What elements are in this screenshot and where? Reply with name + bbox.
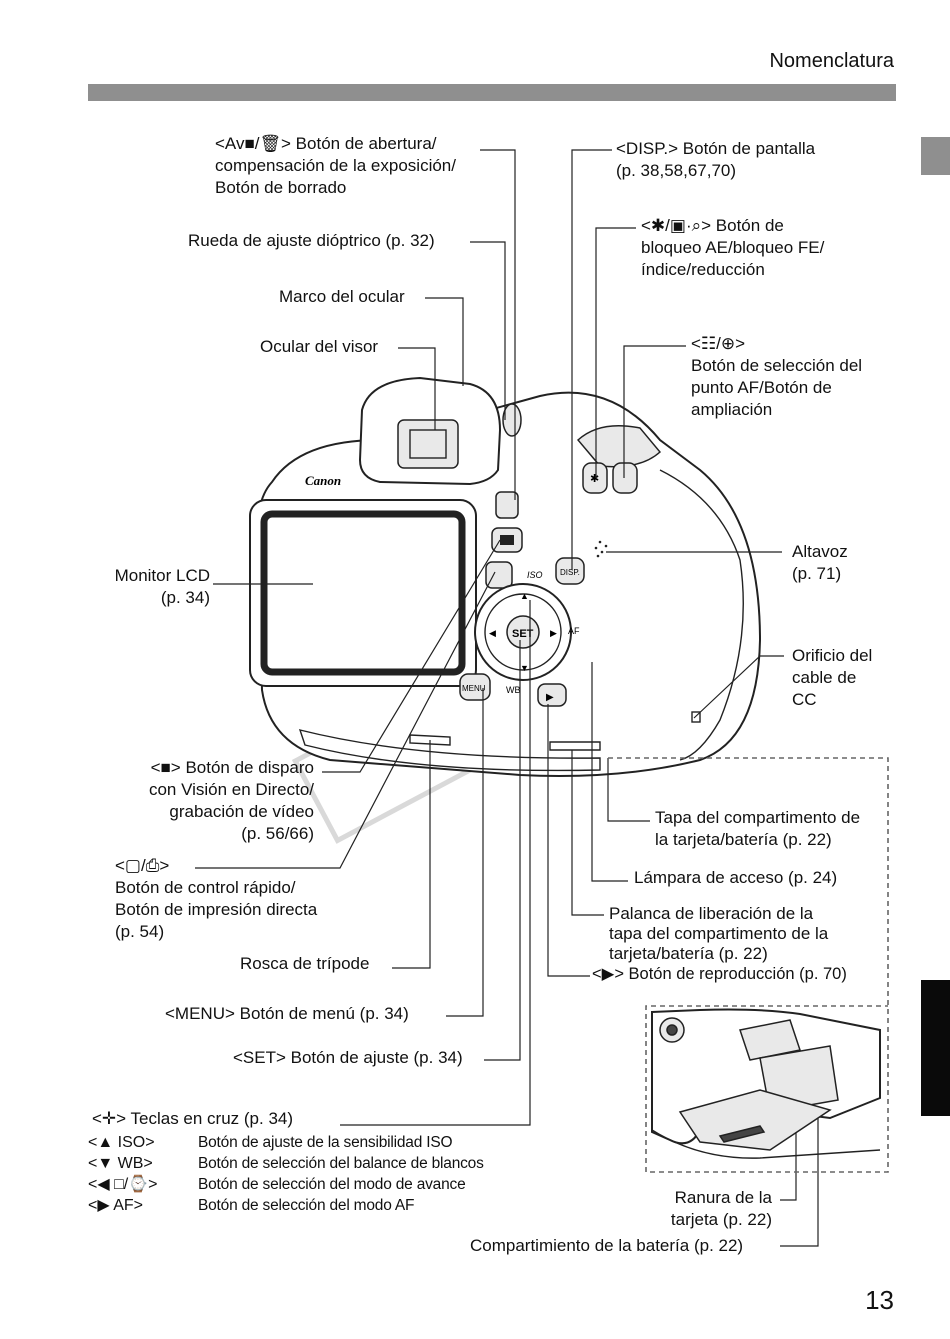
label-access-lamp: Lámpara de acceso (p. 24) bbox=[634, 868, 838, 887]
svg-text:▶: ▶ bbox=[550, 628, 557, 638]
brand-logo: Canon bbox=[305, 473, 341, 488]
svg-text:ISO: ISO bbox=[527, 570, 543, 580]
label-diopter: Rueda de ajuste dióptrico (p. 32) bbox=[188, 231, 435, 250]
page-number: 13 bbox=[865, 1285, 894, 1315]
disp-button bbox=[555, 557, 585, 585]
label-lcd-monitor: Monitor LCD (p. 34) bbox=[114, 566, 210, 607]
legend-row-af: <▶ AF>Botón de selección del modo AF bbox=[88, 1197, 415, 1214]
label-av-button: <Av■/🗑> Botón de abertura/ compensación … bbox=[215, 134, 456, 197]
label-release-lever: Palanca de liberación de la tapa del com… bbox=[609, 904, 829, 963]
camera-grip bbox=[659, 469, 744, 761]
svg-text:✱: ✱ bbox=[590, 473, 599, 485]
svg-text:SET: SET bbox=[512, 628, 534, 640]
legend-row-wb: <▼ WB>Botón de selección del balance de … bbox=[88, 1155, 484, 1172]
label-card-cover: Tapa del compartimento de la tarjeta/bat… bbox=[655, 808, 861, 849]
label-eyecup: Marco del ocular bbox=[279, 287, 405, 306]
svg-text:▲: ▲ bbox=[520, 591, 529, 601]
label-disp: <DISP.> Botón de pantalla (p. 38,58,67,7… bbox=[616, 139, 816, 180]
label-ae-lock: <✱/▣·⌕> Botón de bloqueo AE/bloqueo FE/ … bbox=[641, 216, 825, 279]
label-live-view: <■> Botón de disparo con Visión en Direc… bbox=[148, 758, 314, 843]
cross-keys-legend: <▲ ISO>Botón de ajuste de la sensibilida… bbox=[88, 1132, 548, 1216]
header-bar bbox=[88, 84, 896, 101]
battery-inset bbox=[651, 1008, 881, 1159]
label-speaker: Altavoz (p. 71) bbox=[792, 542, 848, 583]
label-dc-cord: Orificio del cable de CC bbox=[792, 646, 873, 709]
card-slot bbox=[739, 1019, 801, 1061]
dc-cord-hole bbox=[691, 711, 701, 723]
label-battery-compartment: Compartimiento de la batería (p. 22) bbox=[470, 1236, 744, 1255]
svg-text:DISP.: DISP. bbox=[560, 568, 580, 577]
playback-button bbox=[537, 683, 567, 707]
label-quick-control: <▢/⎙> Botón de control rápido/ Botón de … bbox=[115, 856, 318, 941]
svg-text:WB: WB bbox=[506, 685, 521, 695]
label-cross-keys: <✛> Teclas en cruz (p. 34) bbox=[92, 1109, 294, 1128]
set-button bbox=[506, 615, 540, 649]
svg-text:▼: ▼ bbox=[520, 663, 529, 673]
av-button bbox=[495, 491, 519, 519]
section-title: Nomenclatura bbox=[769, 50, 894, 72]
label-af-point: <☷/⊕> Botón de selección del punto AF/Bo… bbox=[691, 334, 863, 419]
label-playback: <▶> Botón de reproducción (p. 70) bbox=[592, 965, 847, 983]
label-menu: <MENU> Botón de menú (p. 34) bbox=[165, 1004, 409, 1023]
label-card-slot: Ranura de la tarjeta (p. 22) bbox=[670, 1188, 772, 1229]
camera-bottom-plate bbox=[298, 729, 601, 772]
label-eyepiece: Ocular del visor bbox=[260, 337, 379, 356]
svg-text:▶: ▶ bbox=[546, 692, 554, 703]
inset-frame bbox=[608, 757, 889, 1173]
chapter-tab-marker bbox=[921, 980, 950, 1116]
speaker-holes bbox=[594, 540, 608, 558]
quick-control-button bbox=[485, 561, 513, 589]
battery-door bbox=[678, 1089, 832, 1151]
svg-text:AF: AF bbox=[568, 626, 580, 636]
section-tab-marker bbox=[921, 137, 950, 175]
label-tripod: Rosca de trípode bbox=[240, 954, 370, 973]
legend-row-drive: <◀ □/⌚>Botón de selección del modo de av… bbox=[88, 1176, 466, 1193]
ae-lock-button bbox=[582, 462, 608, 494]
af-point-button bbox=[612, 462, 638, 494]
leader-lines bbox=[195, 149, 819, 1247]
label-set: <SET> Botón de ajuste (p. 34) bbox=[233, 1048, 463, 1067]
eyepiece bbox=[397, 419, 459, 469]
svg-text:MENU: MENU bbox=[462, 684, 486, 693]
lcd-monitor bbox=[260, 510, 466, 676]
svg-text:◀: ◀ bbox=[489, 628, 496, 638]
legend-row-iso: <▲ ISO>Botón de ajuste de la sensibilida… bbox=[88, 1134, 453, 1151]
diopter-wheel bbox=[502, 403, 522, 437]
